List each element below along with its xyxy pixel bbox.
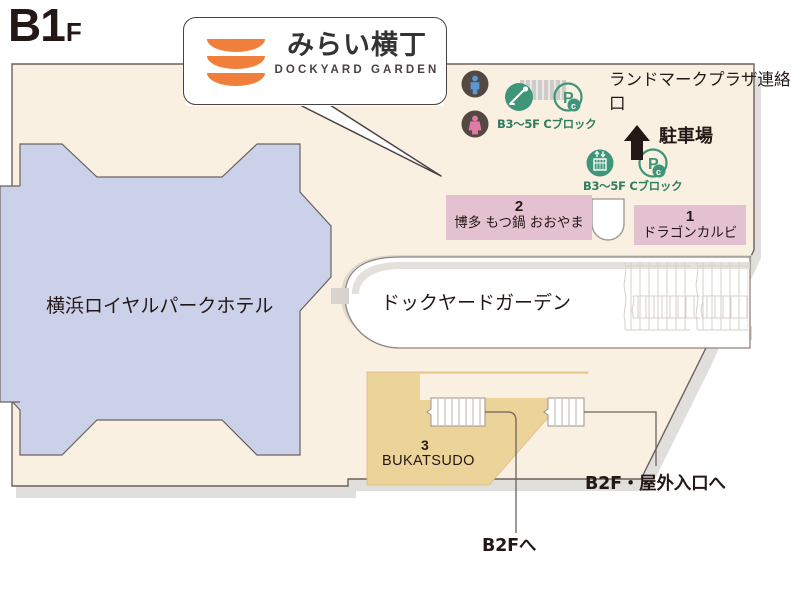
shop-name: 博多 もつ鍋 おおやま <box>454 215 584 232</box>
dockyard-area-label: ドックヤードガーデン <box>381 292 572 314</box>
floor-title: B1F <box>8 0 82 51</box>
svg-text:P: P <box>563 90 574 107</box>
stair-left-leader <box>485 411 517 533</box>
three-bowls-icon <box>207 39 265 86</box>
bukatsudo-number: 3 <box>421 437 429 453</box>
elevator-icon <box>586 149 614 177</box>
dockyard-top-shelf <box>352 262 750 294</box>
floor-level: B1 <box>8 0 66 51</box>
stair-right-icon <box>543 397 585 427</box>
logo-japanese-name: みらい横丁 <box>287 30 427 61</box>
elevator-shaft <box>591 198 625 241</box>
shop-name: ドラゴンカルビ <box>642 225 738 242</box>
bukatsudo-area <box>366 371 589 486</box>
logo-callout: みらい横丁 DOCKYARD GARDEN <box>183 17 447 105</box>
facility-label-elevator-group: B3〜5F Cブロック <box>583 179 683 193</box>
stair-right-destination-label: B2F・屋外入口へ <box>585 474 726 494</box>
logo-text: みらい横丁 DOCKYARD GARDEN <box>274 31 440 76</box>
stair-right-leader <box>584 411 657 466</box>
bukatsudo-label: BUKATSUDO <box>382 453 475 469</box>
svg-text:P: P <box>648 156 659 173</box>
facility-label-escalator-group: B3〜5F Cブロック <box>497 117 597 131</box>
shop-number: 2 <box>514 198 524 215</box>
shop-box-1[interactable]: 1 ドラゴンカルビ <box>634 205 746 245</box>
svg-text:c: c <box>656 167 661 177</box>
parking-icon-2: P c <box>638 148 668 178</box>
hotel-left-fill <box>0 186 24 402</box>
dockyard-steps <box>623 261 748 331</box>
parking-label: 駐車場 <box>659 126 713 147</box>
logo-english-name: DOCKYARD GARDEN <box>274 63 440 76</box>
svg-text:c: c <box>571 101 576 111</box>
shop-box-2[interactable]: 2 博多 もつ鍋 おおやま <box>446 195 592 240</box>
landmark-plaza-connection-label: ランドマークプラザ連絡口 <box>609 70 791 113</box>
stair-left-icon <box>426 397 486 427</box>
mens-restroom-icon <box>461 70 489 98</box>
dockyard-mouth <box>331 288 349 304</box>
floor-suffix: F <box>65 17 82 47</box>
up-arrow-icon <box>624 125 650 160</box>
hotel-area-label: 横浜ロイヤルパークホテル <box>46 295 274 317</box>
parking-icon-1: P c <box>553 82 583 112</box>
stair-left-destination-label: B2Fへ <box>482 536 537 556</box>
shop-number: 1 <box>685 208 695 225</box>
escalator-icon <box>505 83 533 111</box>
bukatsudo-upper-walk <box>420 374 586 400</box>
womens-restroom-icon <box>461 110 489 138</box>
